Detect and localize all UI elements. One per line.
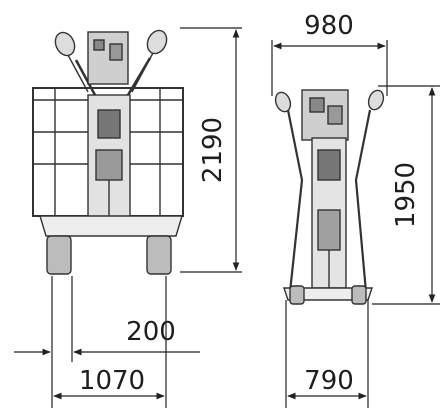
front-left-lamp-icon [54,31,89,93]
side-left-wheel [289,285,305,305]
front-left-wheel [46,235,72,275]
front-right-wheel [146,235,172,275]
side-top-width-label: 980 [304,11,354,41]
front-view-machine [32,29,184,275]
front-offset-label: 200 [126,317,176,347]
side-left-lamp-icon [274,91,292,113]
side-view-machine [274,89,385,305]
front-chassis [39,215,183,237]
front-height-label: 2190 [198,117,228,183]
front-right-lamp-icon [131,29,168,93]
side-right-wheel [351,285,367,305]
side-right-lamp-icon [367,89,385,111]
side-height-label: 1950 [391,162,421,228]
side-bottom-width-label: 790 [304,366,354,396]
front-width-label: 1070 [79,366,145,396]
